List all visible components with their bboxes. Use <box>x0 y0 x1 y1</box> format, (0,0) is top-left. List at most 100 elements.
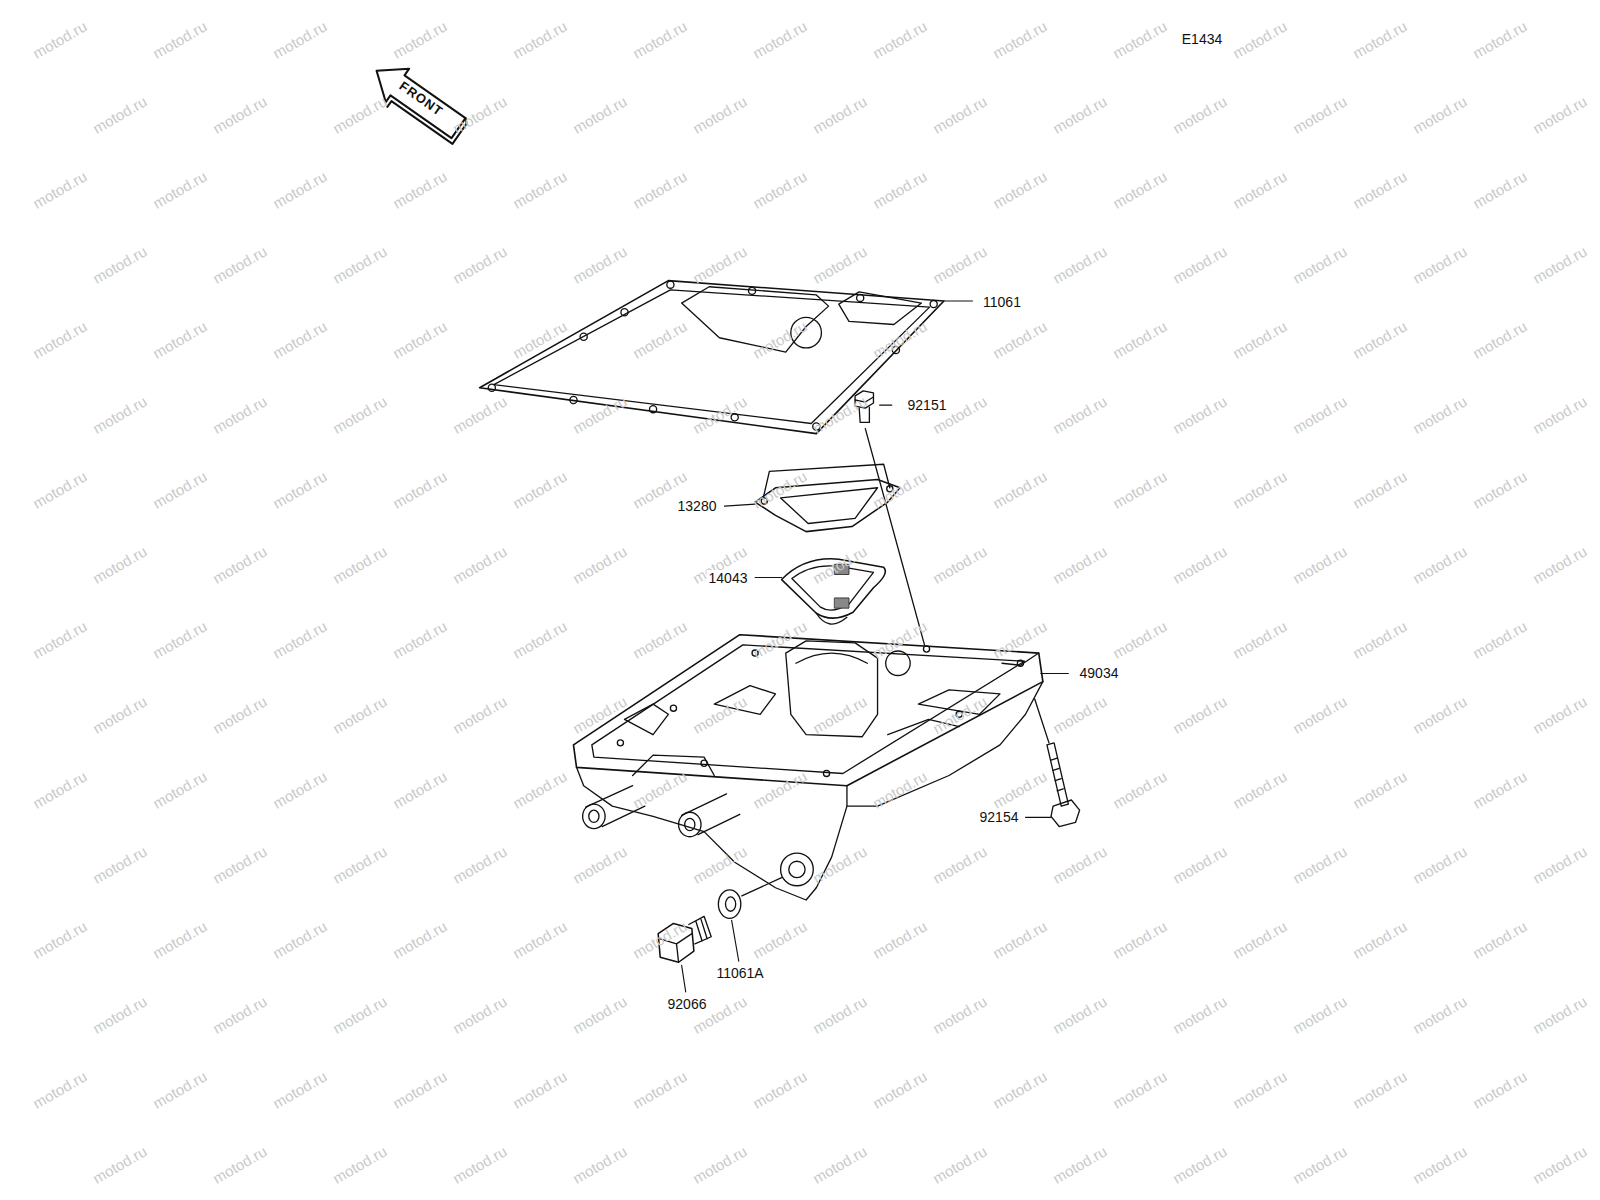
watermark: motod.ru <box>1530 393 1589 436</box>
watermark: motod.ru <box>1230 468 1289 511</box>
watermark: motod.ru <box>990 1068 1049 1111</box>
watermark: motod.ru <box>1050 543 1109 586</box>
watermark: motod.ru <box>210 243 269 286</box>
watermark: motod.ru <box>150 318 209 361</box>
watermark: motod.ru <box>1170 843 1229 886</box>
watermark: motod.ru <box>90 393 149 436</box>
watermark: motod.ru <box>570 543 629 586</box>
watermark: motod.ru <box>990 918 1049 961</box>
watermark: motod.ru <box>390 18 449 61</box>
watermark: motod.ru <box>1170 243 1229 286</box>
watermark: motod.ru <box>570 243 629 286</box>
watermark: motod.ru <box>1290 1143 1349 1186</box>
watermark: motod.ru <box>270 468 329 511</box>
watermark: motod.ru <box>750 318 809 361</box>
watermark: motod.ru <box>1050 993 1109 1036</box>
watermark: motod.ru <box>330 1143 389 1186</box>
watermark: motod.ru <box>810 243 869 286</box>
watermark: motod.ru <box>1230 918 1289 961</box>
watermark: motod.ru <box>810 843 869 886</box>
watermark: motod.ru <box>1110 1068 1169 1111</box>
watermark: motod.ru <box>570 843 629 886</box>
watermark: motod.ru <box>510 468 569 511</box>
watermark: motod.ru <box>330 693 389 736</box>
watermark: motod.ru <box>1110 18 1169 61</box>
watermark: motod.ru <box>450 993 509 1036</box>
assembly-line <box>1035 699 1049 743</box>
watermark: motod.ru <box>90 993 149 1036</box>
watermark: motod.ru <box>270 318 329 361</box>
watermark: motod.ru <box>1170 693 1229 736</box>
watermark: motod.ru <box>1530 543 1589 586</box>
watermark: motod.ru <box>150 468 209 511</box>
watermark: motod.ru <box>1410 693 1469 736</box>
watermark: motod.ru <box>1230 1068 1289 1111</box>
watermark: motod.ru <box>1410 243 1469 286</box>
watermark: motod.ru <box>1470 1068 1529 1111</box>
watermark: motod.ru <box>210 993 269 1036</box>
watermark: motod.ru <box>990 318 1049 361</box>
watermark: motod.ru <box>930 93 989 136</box>
watermark: motod.ru <box>150 168 209 211</box>
watermark: motod.ru <box>510 618 569 661</box>
watermark: motod.ru <box>330 993 389 1036</box>
watermark: motod.ru <box>270 918 329 961</box>
watermark: motod.ru <box>750 468 809 511</box>
watermark: motod.ru <box>30 1068 89 1111</box>
watermark: motod.ru <box>870 318 929 361</box>
watermark: motod.ru <box>1470 18 1529 61</box>
watermark: motod.ru <box>1410 993 1469 1036</box>
watermark: motod.ru <box>690 93 749 136</box>
watermark: motod.ru <box>90 693 149 736</box>
watermark: motod.ru <box>330 393 389 436</box>
watermark: motod.ru <box>1050 243 1109 286</box>
watermark: motod.ru <box>1530 993 1589 1036</box>
watermark: motod.ru <box>1050 393 1109 436</box>
watermark: motod.ru <box>510 1068 569 1111</box>
watermark: motod.ru <box>750 168 809 211</box>
watermark: motod.ru <box>1350 168 1409 211</box>
watermark: motod.ru <box>210 93 269 136</box>
watermark: motod.ru <box>1110 918 1169 961</box>
watermark: motod.ru <box>1470 168 1529 211</box>
watermark: motod.ru <box>1410 393 1469 436</box>
watermark: motod.ru <box>390 318 449 361</box>
watermark: motod.ru <box>330 543 389 586</box>
watermark: motod.ru <box>750 768 809 811</box>
watermark: motod.ru <box>1110 168 1169 211</box>
watermark: motod.ru <box>450 393 509 436</box>
watermark: motod.ru <box>1230 768 1289 811</box>
watermark: motod.ru <box>150 618 209 661</box>
callout-number: 92066 <box>666 996 709 1012</box>
watermark: motod.ru <box>1410 843 1469 886</box>
callout-number: 11061A <box>714 965 765 981</box>
watermark: motod.ru <box>90 843 149 886</box>
watermark: motod.ru <box>1470 318 1529 361</box>
watermark: motod.ru <box>1050 843 1109 886</box>
washer <box>718 890 740 919</box>
watermark: motod.ru <box>510 918 569 961</box>
watermark: motod.ru <box>750 918 809 961</box>
watermark: motod.ru <box>1350 918 1409 961</box>
watermark: motod.ru <box>570 93 629 136</box>
watermark: motod.ru <box>1530 843 1589 886</box>
watermark: motod.ru <box>1170 543 1229 586</box>
callout-number: 92154 <box>978 809 1021 825</box>
watermark: motod.ru <box>210 543 269 586</box>
watermark: motod.ru <box>990 18 1049 61</box>
watermark: motod.ru <box>450 93 509 136</box>
watermark: motod.ru <box>1290 243 1349 286</box>
watermark: motod.ru <box>1050 693 1109 736</box>
watermark: motod.ru <box>510 168 569 211</box>
watermark: motod.ru <box>1230 618 1289 661</box>
watermark: motod.ru <box>930 1143 989 1186</box>
watermark: motod.ru <box>1290 693 1349 736</box>
watermark: motod.ru <box>1530 93 1589 136</box>
bolt <box>1047 743 1080 827</box>
callout-number: 14043 <box>707 570 750 586</box>
watermark: motod.ru <box>30 468 89 511</box>
figure-code: E1434 <box>1180 31 1224 47</box>
watermark: motod.ru <box>990 768 1049 811</box>
watermark: motod.ru <box>1110 318 1169 361</box>
watermark: motod.ru <box>690 1143 749 1186</box>
